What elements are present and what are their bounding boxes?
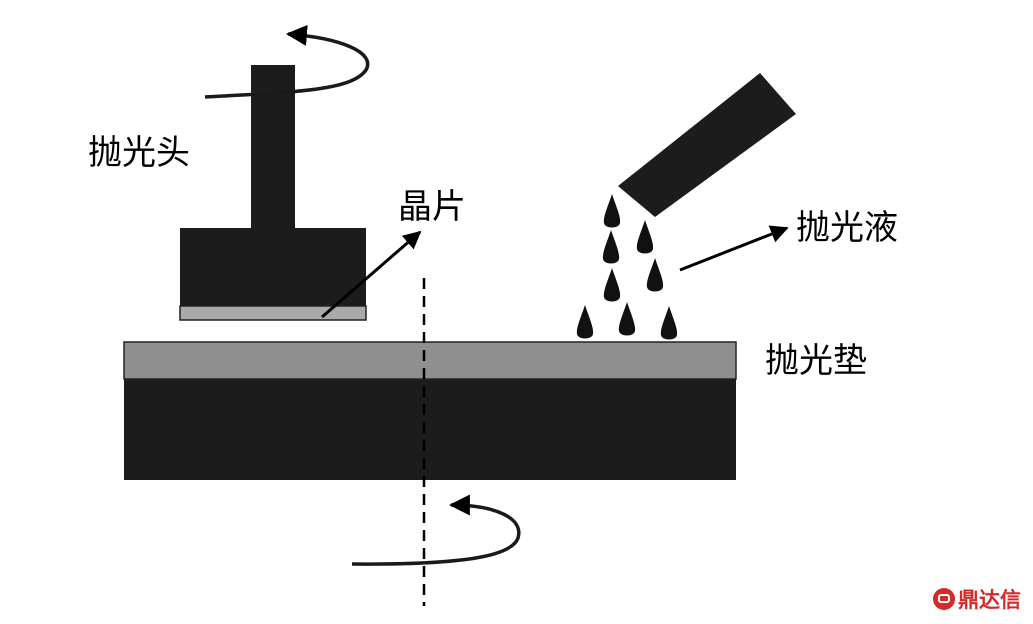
- slurry-drop: [603, 268, 621, 302]
- slurry-drop: [602, 230, 620, 264]
- label-wafer: 晶片: [398, 187, 466, 227]
- watermark-text: 鼎达信: [958, 588, 1021, 612]
- slurry-drops: [576, 194, 678, 340]
- label-polishing-pad: 抛光垫: [765, 341, 867, 381]
- slurry-drop: [576, 305, 594, 339]
- label-polishing-head: 抛光头: [88, 133, 190, 173]
- slurry-drop: [618, 302, 636, 336]
- head-rotation-arrow: [204, 24, 370, 99]
- label-slurry: 抛光液: [796, 208, 898, 248]
- slurry-drop: [603, 194, 621, 228]
- polishing-head-body: [180, 228, 366, 308]
- slurry-drop: [660, 306, 678, 340]
- polishing-head-shaft: [251, 65, 295, 230]
- wafer: [179, 305, 367, 321]
- slurry-drop: [636, 220, 654, 254]
- slurry-pointer-arrow: [679, 225, 789, 272]
- slurry-drop: [646, 258, 664, 292]
- watermark: 鼎达信: [933, 584, 1021, 614]
- platen: [124, 378, 736, 480]
- wafer-pointer-arrow: [321, 230, 422, 319]
- polishing-pad: [123, 341, 737, 380]
- brand-logo-icon: [933, 588, 955, 610]
- platen-rotation-arrow: [351, 494, 521, 566]
- slurry-nozzle: [618, 73, 796, 217]
